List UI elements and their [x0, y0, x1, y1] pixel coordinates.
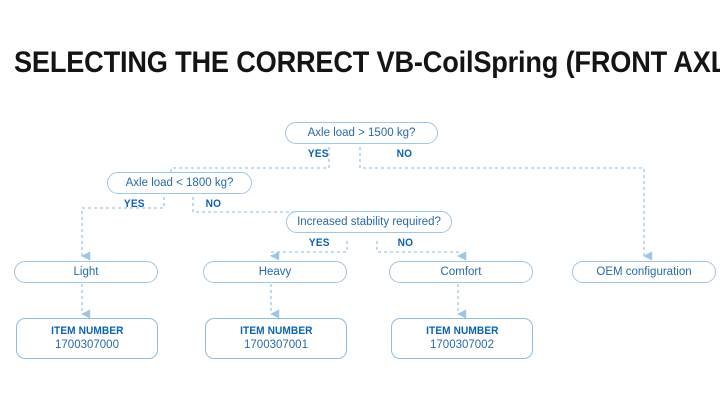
- item-number-card-light[interactable]: ITEM NUMBER 1700307000: [16, 318, 158, 359]
- item-number-value: 1700307002: [430, 339, 494, 351]
- connector-d2-yes-to-light: [81, 197, 165, 261]
- item-number-title: ITEM NUMBER: [425, 325, 499, 337]
- connector-d3-no-to-comfort: [376, 241, 467, 261]
- item-number-value: 1700307000: [55, 339, 119, 351]
- connector-d1-no-to-oem: [359, 147, 653, 261]
- decision-increased-stability[interactable]: Increased stability required?: [286, 211, 452, 233]
- connector-d3-yes-to-heavy: [270, 241, 348, 261]
- page-title: SELECTING THE CORRECT VB-CoilSpring (FRO…: [14, 46, 720, 79]
- result-label: Heavy: [258, 265, 292, 278]
- result-oem-configuration[interactable]: OEM configuration: [572, 261, 716, 283]
- item-number-card-comfort[interactable]: ITEM NUMBER 1700307002: [391, 318, 533, 359]
- result-label: Light: [73, 265, 99, 278]
- branch-label-d1-no: NO: [396, 148, 413, 160]
- decision-axle-load-1800[interactable]: Axle load < 1800 kg?: [107, 172, 252, 194]
- item-number-title: ITEM NUMBER: [239, 325, 313, 337]
- decision-label: Increased stability required?: [297, 215, 441, 228]
- result-heavy[interactable]: Heavy: [203, 261, 347, 283]
- branch-label-d3-no: NO: [397, 237, 414, 249]
- decision-label: Axle load > 1500 kg?: [307, 126, 416, 139]
- connector-d1-yes-to-d2: [170, 147, 330, 172]
- result-label: OEM configuration: [596, 265, 692, 278]
- branch-label-d3-yes: YES: [308, 237, 330, 249]
- result-comfort[interactable]: Comfort: [389, 261, 533, 283]
- decision-axle-load-1500[interactable]: Axle load > 1500 kg?: [285, 122, 438, 144]
- item-number-title: ITEM NUMBER: [50, 325, 124, 337]
- item-number-card-heavy[interactable]: ITEM NUMBER 1700307001: [205, 318, 347, 359]
- branch-label-d2-yes: YES: [123, 198, 145, 210]
- item-number-value: 1700307001: [244, 339, 308, 351]
- result-light[interactable]: Light: [14, 261, 158, 283]
- branch-label-d1-yes: YES: [307, 148, 329, 160]
- decision-label: Axle load < 1800 kg?: [125, 176, 234, 189]
- branch-label-d2-no: NO: [205, 198, 222, 210]
- result-label: Comfort: [440, 265, 482, 278]
